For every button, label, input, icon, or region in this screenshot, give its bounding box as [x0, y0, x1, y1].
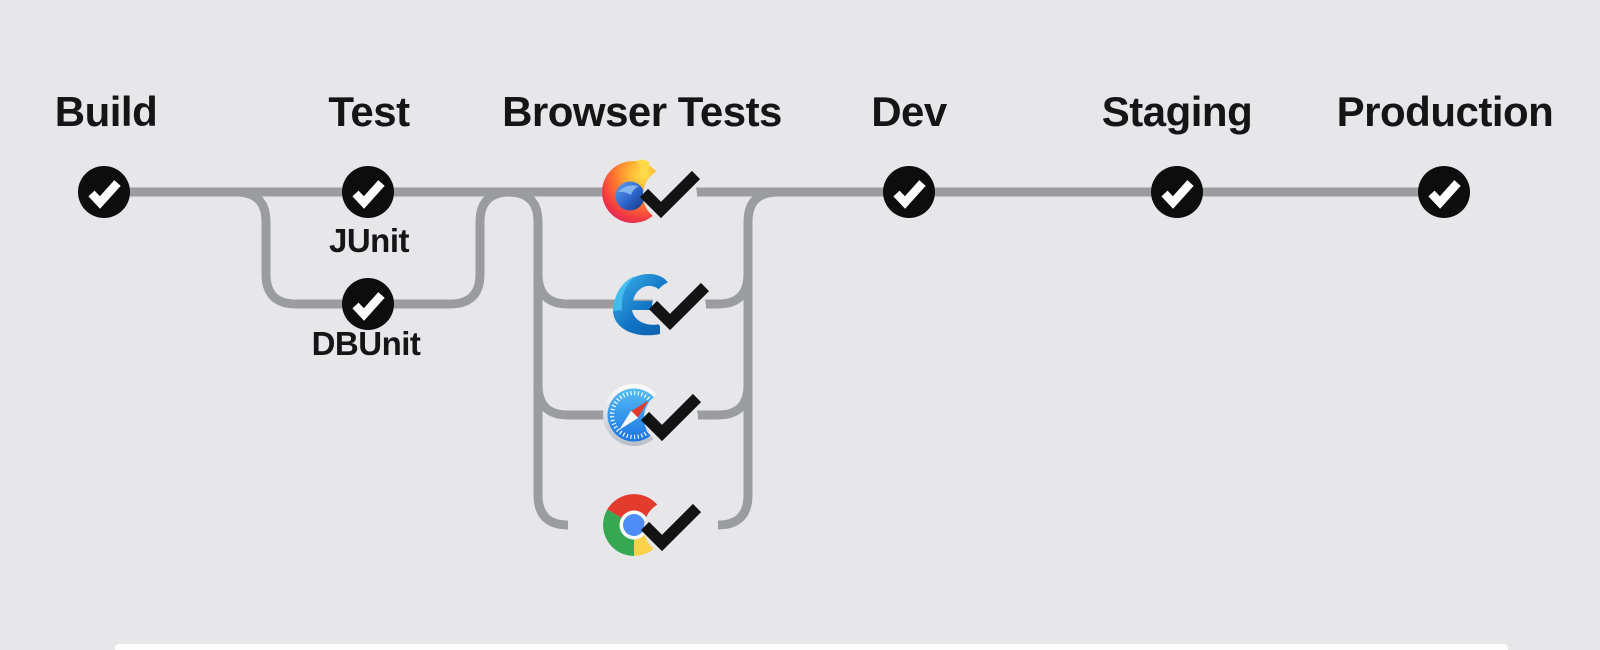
edge-browser-merge-row2	[717, 273, 753, 309]
step-node-staging[interactable]	[1151, 166, 1203, 218]
job-label-dbunit: DBUnit	[311, 325, 421, 362]
stage-label-production: Production	[1336, 88, 1554, 135]
step-node-dbunit[interactable]	[342, 278, 394, 330]
step-node-build[interactable]	[78, 166, 130, 218]
edge-browser-merge-row3	[717, 384, 753, 420]
bottom-card-edge	[115, 644, 1508, 650]
stage-label-build: Build	[54, 88, 158, 135]
edge-browser-merge-trunk	[717, 187, 779, 530]
stage-label-dev: Dev	[871, 88, 947, 135]
browser-step-edge[interactable]	[613, 274, 706, 336]
job-label-junit: JUnit	[329, 222, 410, 259]
stage-label-staging: Staging	[1101, 88, 1253, 135]
browser-step-safari[interactable]	[603, 384, 698, 446]
edge-browser-split-row2	[533, 273, 569, 309]
stage-label-test: Test	[328, 88, 410, 135]
step-node-junit[interactable]	[342, 166, 394, 218]
step-node-production[interactable]	[1418, 166, 1470, 218]
edge-icon	[613, 274, 673, 336]
browser-step-chrome[interactable]	[603, 494, 698, 556]
step-node-dev[interactable]	[883, 166, 935, 218]
edge-browser-split-row3	[533, 384, 569, 420]
edge-browser-split-trunk	[507, 187, 569, 530]
browser-step-firefox[interactable]	[602, 159, 697, 223]
stage-label-browser-tests: Browser Tests	[502, 88, 782, 135]
